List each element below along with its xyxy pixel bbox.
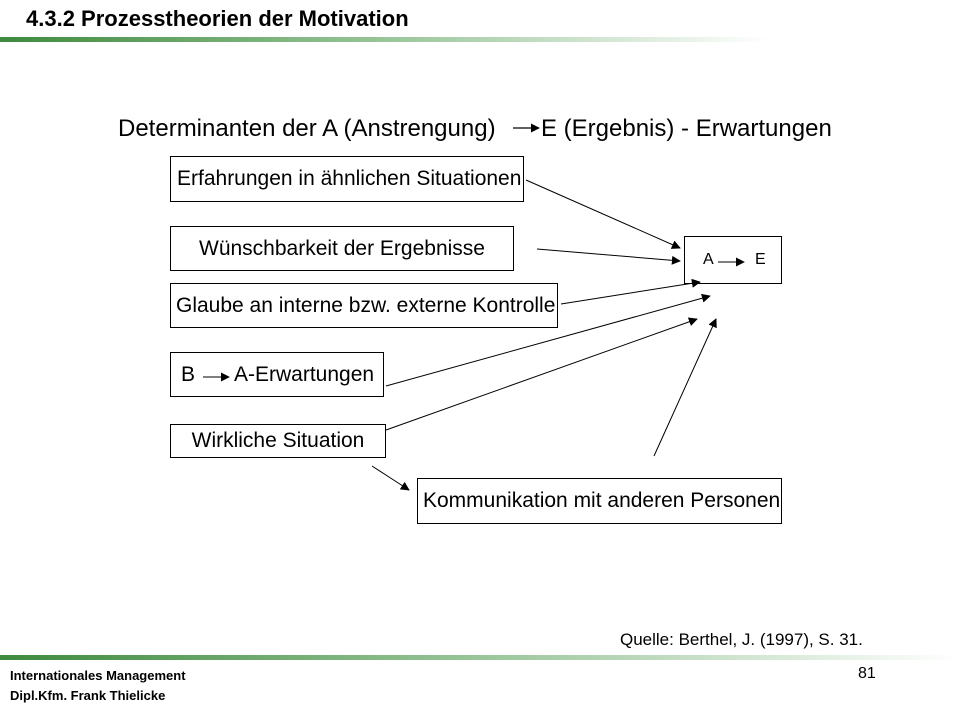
arrow-kommunikation: [653, 318, 717, 457]
box-wirkliche-situation-label: Wirkliche Situation: [191, 429, 365, 452]
box-ae-left-label: A: [703, 251, 714, 268]
title-underline: [0, 37, 770, 42]
arrow-glaube: [560, 278, 701, 305]
box-ba-right-label: A-Erwartungen: [234, 362, 375, 386]
box-kommunikation: Kommunikation mit anderen Personen: [417, 478, 782, 524]
diagram-heading-right: E (Ergebnis) - Erwartungen: [541, 115, 832, 142]
box-b-a-erwartungen: B A-Erwartungen: [170, 352, 384, 397]
arrow-wirkliche-situation: [385, 317, 698, 431]
footer-rule: [0, 655, 960, 660]
box-a-e-target: A E: [684, 236, 782, 284]
box-ae-right-label: E: [755, 251, 766, 268]
box-ba-left-label: B: [181, 362, 196, 386]
box-wuenschbarkeit-label: Wünschbarkeit der Ergebnisse: [199, 236, 485, 260]
arrow-ba: [385, 293, 711, 387]
box-wirkliche-situation: Wirkliche Situation: [170, 424, 386, 458]
slide-title: 4.3.2 Prozesstheorien der Motivation: [26, 6, 409, 31]
box-erfahrungen: Erfahrungen in ähnlichen Situationen: [170, 156, 524, 202]
footer-author: Dipl.Kfm. Frank Thielicke: [10, 688, 166, 703]
box-wuenschbarkeit: Wünschbarkeit der Ergebnisse: [170, 226, 514, 271]
source-citation: Quelle: Berthel, J. (1997), S. 31.: [620, 630, 863, 649]
arrow-to-kommunikation: [371, 465, 410, 491]
arrow-erfahrungen: [525, 179, 681, 249]
diagram-heading-left: Determinanten der A (Anstrengung): [118, 115, 496, 142]
footer-course: Internationales Management: [10, 668, 186, 683]
box-glaube: Glaube an interne bzw. externe Kontrolle: [170, 283, 558, 328]
box-kommunikation-label: Kommunikation mit anderen Personen: [423, 489, 781, 512]
arrow-wuenschbarkeit: [536, 248, 681, 265]
page-number: 81: [858, 665, 876, 682]
box-glaube-label: Glaube an interne bzw. externe Kontrolle: [176, 293, 556, 317]
box-erfahrungen-label: Erfahrungen in ähnlichen Situationen: [177, 167, 522, 190]
